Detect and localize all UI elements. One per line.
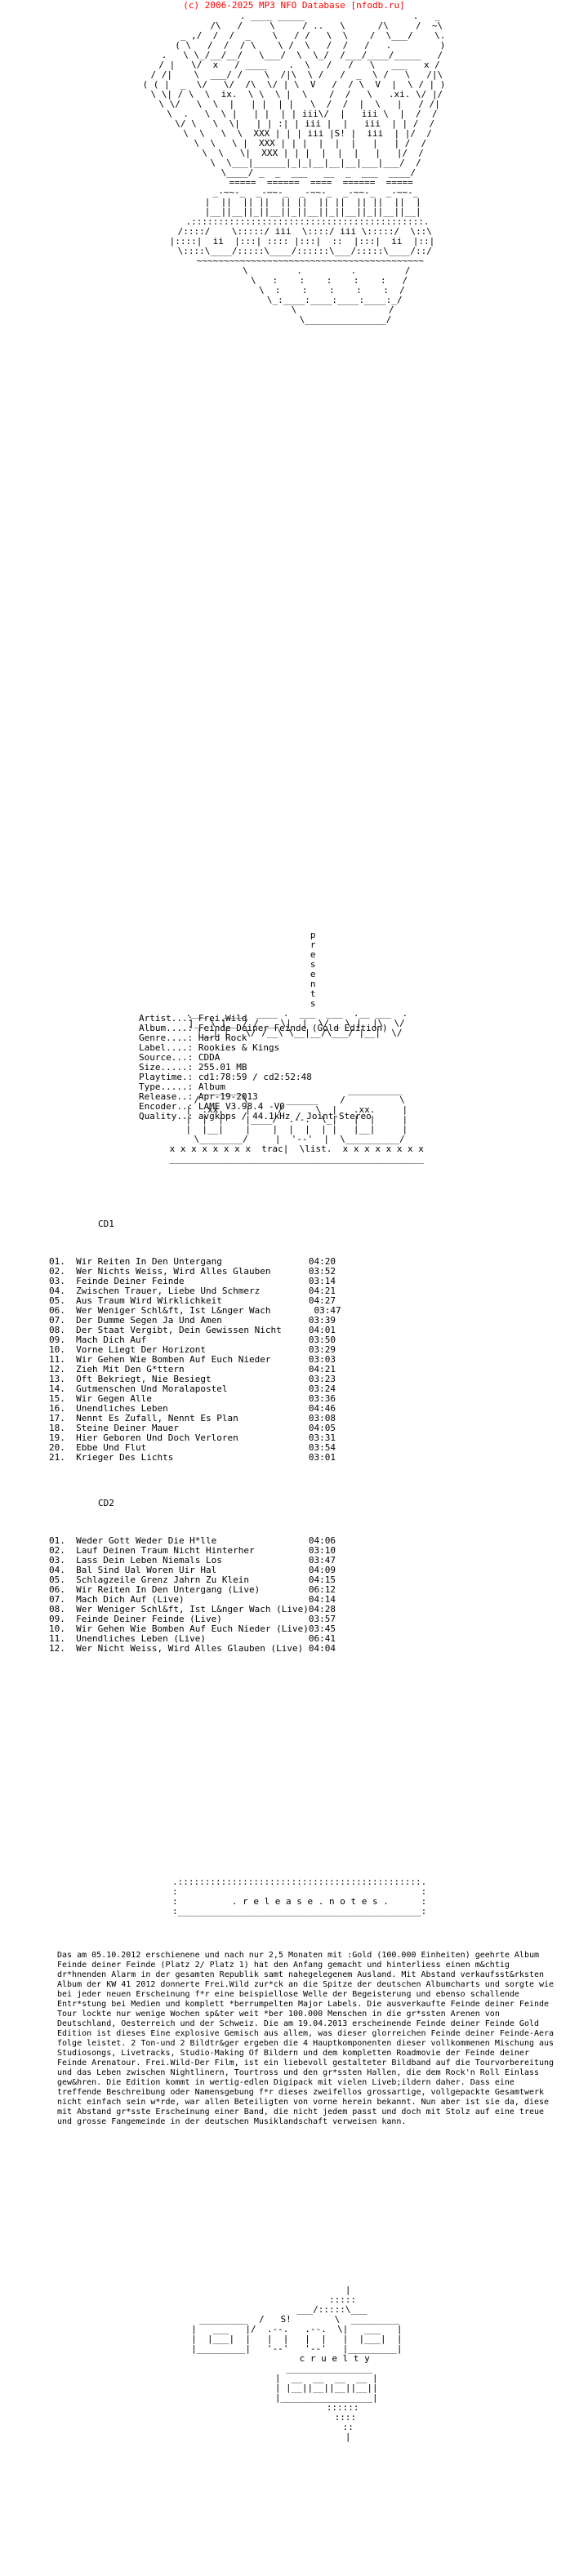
track-row: 01. Weder Gott Weder Die H*lle 04:06 <box>49 1535 336 1546</box>
info-quality: Quality..: avgkbps / 44.1kHz / Joint-Ste… <box>139 1111 372 1121</box>
track-row: 05. Aus Traum Wird Wirklichkeit 04:27 <box>49 1295 336 1306</box>
info-size: Size.....: 255.01 MB <box>139 1062 247 1073</box>
track-row: 07. Der Dumme Segen Ja Und Amen 03:39 <box>49 1315 336 1326</box>
track-row: 01. Wir Reiten In Den Untergang 04:20 <box>49 1256 336 1267</box>
track-row: 06. Wir Reiten In Den Untergang (Live) 0… <box>49 1584 336 1595</box>
nfodb-credit: (c) 2006-2025 MP3 NFO Database [nfodb.ru… <box>183 0 405 11</box>
info-source: Source...: CDDA <box>139 1052 220 1063</box>
track-row: 02. Wer Nichts Weiss, Wird Alles Glauben… <box>49 1266 336 1277</box>
info-artist: Artist...: Frei.Wild <box>139 1013 247 1024</box>
track-row: 19. Hier Geboren Und Doch Verloren 03:31 <box>49 1432 336 1443</box>
info-genre: Genre....: Hard Rock <box>139 1033 247 1043</box>
info-album: Album....: Feinde Deiner Feinde (Gold Ed… <box>139 1023 388 1033</box>
cd1-label: CD1 <box>98 1219 114 1229</box>
track-row: 05. Schlagzeile Grenz Jahrn Zu Klein 04:… <box>49 1574 336 1585</box>
track-row: 08. Wer Weniger Schl&ft, Ist L&nger Wach… <box>49 1604 336 1614</box>
track-row: 14. Gutmenschen Und Moralapostel 03:24 <box>49 1383 336 1394</box>
track-row: 06. Wer Weniger Schl&ft, Ist L&nger Wach… <box>49 1305 341 1316</box>
track-row: 11. Wir Gehen Wie Bomben Auf Euch Nieder… <box>49 1354 336 1365</box>
track-row: 21. Krieger Des Lichts 03:01 <box>49 1452 336 1463</box>
cd2-label: CD2 <box>98 1498 114 1508</box>
track-row: 04. Bal Sind Ual Woren Uir Hal 04:09 <box>49 1565 336 1575</box>
track-row: 10. Vorne Liegt Der Horizont 03:29 <box>49 1344 336 1355</box>
track-row: 09. Feinde Deiner Feinde (Live) 03:57 <box>49 1614 336 1624</box>
track-row: 12. Wer Nicht Weiss, Wird Alles Glauben … <box>49 1643 336 1654</box>
info-type: Type.....: Album <box>139 1081 225 1092</box>
info-release: Release..: Apr-19-2013 <box>139 1091 258 1102</box>
track-row: 13. Oft Bekriegt, Nie Besiegt 03:23 <box>49 1374 336 1384</box>
track-row: 15. Wir Gegen Alle 03:36 <box>49 1393 336 1404</box>
track-row: 07. Mach Dich Auf (Live) 04:14 <box>49 1594 336 1605</box>
tracklist: CD1 01. Wir Reiten In Den Untergang 04:2… <box>49 1192 539 1663</box>
bottom-ascii-art: | ::::: ___/:::::\___ _________ / S! \ _… <box>191 2285 403 2442</box>
presents-ascii-art: p r e s e n t s .___ ____ ____ . ___ ___… <box>185 930 408 1038</box>
track-row: 03. Lass Dein Leben Niemals Los 03:47 <box>49 1555 336 1566</box>
info-encoder: Encoder..: LAME V3.98.4 -V0 <box>139 1101 285 1112</box>
track-row: 18. Steine Deiner Mauer 04:05 <box>49 1423 336 1433</box>
track-row: 03. Feinde Deiner Feinde 03:14 <box>49 1276 336 1286</box>
track-row: 17. Nennt Es Zufall, Nennt Es Plan 03:08 <box>49 1413 336 1423</box>
info-label: Label....: Rookies & Kings <box>139 1042 280 1053</box>
track-row: 08. Der Staat Vergibt, Dein Gewissen Nic… <box>49 1325 336 1335</box>
tracklist-ascii-art: ________ __________ / \ ______ / \ | .xx… <box>169 1085 424 1164</box>
track-row: 02. Lauf Deinen Traum Nicht Hinterher 03… <box>49 1545 336 1556</box>
track-row: 10. Wir Gehen Wie Bomben Auf Euch Nieder… <box>49 1623 336 1634</box>
track-row: 16. Unendliches Leben 04:46 <box>49 1403 336 1414</box>
release-notes-text: Das am 05.10.2012 erschienene und nach n… <box>57 1951 559 2126</box>
track-row: 11. Unendliches Leben (Live) 06:41 <box>49 1633 336 1644</box>
track-row: 04. Zwischen Trauer, Liebe Und Schmerz 0… <box>49 1286 336 1296</box>
release-notes-header-art: .:::::::::::::::::::::::::::::::::::::::… <box>172 1876 427 1916</box>
track-row: 20. Ebbe Und Flut 03:54 <box>49 1442 336 1453</box>
track-row: 09. Mach Dich Auf 03:50 <box>49 1335 336 1345</box>
info-playtime: Playtime.: cd1:78:59 / cd2:52:48 <box>139 1072 312 1082</box>
top-ascii-art: . ____ _____ . _ /\ / \ / .. \ /\ / ~\ _… <box>142 11 446 325</box>
track-row: 12. Zieh Mit Den G*ttern 04:21 <box>49 1364 336 1375</box>
